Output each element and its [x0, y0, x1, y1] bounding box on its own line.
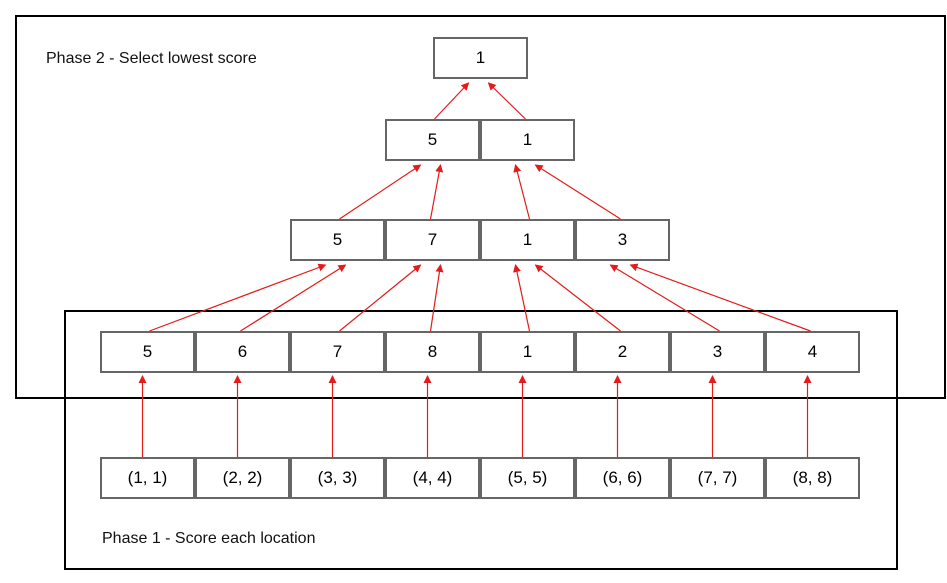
phase2-label: Phase 2 - Select lowest score: [46, 50, 257, 67]
arrow-quads-3: [534, 164, 621, 220]
scores-cell-4: 1: [480, 331, 575, 373]
scores-cell-6: 3: [670, 331, 765, 373]
arrow-scores-7: [629, 263, 811, 332]
arrow-scores-3: [429, 264, 444, 332]
scores-cell-7: 4: [765, 331, 860, 373]
locations-cell-0: (1, 1): [100, 457, 195, 499]
arrow-quads-1: [429, 164, 444, 220]
arrow-quads-2: [513, 164, 531, 220]
locations-cell-7: (8, 8): [765, 457, 860, 499]
pairs-cell-1: 1: [480, 119, 575, 161]
root-cell-0: 1: [433, 37, 528, 79]
locations-cell-2: (3, 3): [290, 457, 385, 499]
scores-cell-1: 6: [195, 331, 290, 373]
phase1-frame: [64, 310, 898, 570]
quads-cell-0: 5: [290, 219, 385, 261]
locations-cell-1: (2, 2): [195, 457, 290, 499]
arrow-scores-2: [339, 264, 422, 332]
phase1-label: Phase 1 - Score each location: [102, 530, 316, 547]
arrow-quads-0: [339, 164, 422, 220]
arrow-scores-5: [534, 264, 621, 332]
locations-cell-3: (4, 4): [385, 457, 480, 499]
arrow-scores-4: [513, 264, 531, 332]
quads-cell-3: 3: [575, 219, 670, 261]
arrow-scores-0: [149, 263, 327, 332]
scores-cell-0: 5: [100, 331, 195, 373]
locations-cell-6: (7, 7): [670, 457, 765, 499]
scores-cell-2: 7: [290, 331, 385, 373]
phase2-frame: [15, 15, 946, 399]
scores-cell-5: 2: [575, 331, 670, 373]
arrow-scores-6: [609, 264, 720, 332]
locations-cell-5: (6, 6): [575, 457, 670, 499]
locations-cell-4: (5, 5): [480, 457, 575, 499]
quads-cell-2: 1: [480, 219, 575, 261]
arrow-scores-1: [240, 264, 347, 332]
pairs-cell-0: 5: [385, 119, 480, 161]
quads-cell-1: 7: [385, 219, 480, 261]
arrow-pairs-0: [434, 82, 470, 120]
arrow-pairs-1: [487, 82, 526, 120]
scores-cell-3: 8: [385, 331, 480, 373]
